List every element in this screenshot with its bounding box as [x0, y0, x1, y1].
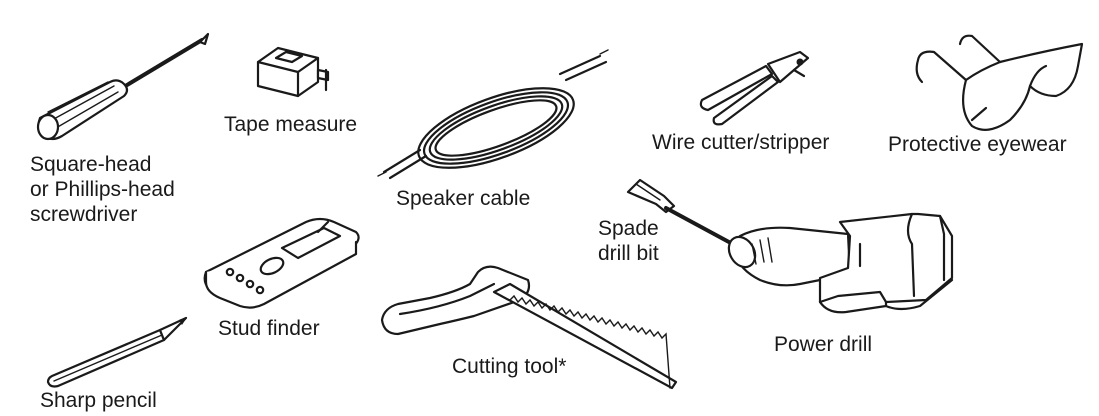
- speaker-cable-icon: [377, 49, 609, 180]
- cutting-tool-icon: [380, 265, 678, 390]
- screwdriver-label-line-3: screwdriver: [30, 203, 138, 226]
- eyewear-icon: [915, 34, 1084, 131]
- spade-bit-label-line-1: Spade: [598, 217, 659, 240]
- tape-measure-label: Tape measure: [224, 113, 358, 136]
- cutting-tool-label: Cutting tool*: [452, 355, 567, 378]
- power-drill-icon: [727, 212, 954, 314]
- spade-bit-icon: [626, 178, 742, 250]
- screwdriver-label-line-1: Square-head: [30, 153, 152, 176]
- eyewear-label: Protective eyewear: [888, 133, 1067, 156]
- screwdriver-label-line-2: or Phillips-head: [30, 178, 175, 201]
- stud-finder-label: Stud finder: [218, 317, 320, 340]
- speaker-cable-label: Speaker cable: [396, 187, 531, 210]
- tape-measure-icon: [256, 46, 330, 98]
- pencil-icon: [46, 316, 188, 388]
- wire-cutter-icon: [699, 50, 810, 126]
- screwdriver-icon: [36, 32, 210, 141]
- stud-finder-icon: [203, 217, 360, 309]
- spade-bit-label-line-2: drill bit: [598, 242, 659, 265]
- power-drill-label: Power drill: [774, 333, 873, 356]
- spade-bit-label: Spade drill bit: [598, 216, 659, 266]
- screwdriver-label: Square-head or Phillips-head screwdriver: [30, 152, 175, 227]
- pencil-label: Sharp pencil: [40, 389, 157, 412]
- wire-cutter-label: Wire cutter/stripper: [652, 131, 830, 154]
